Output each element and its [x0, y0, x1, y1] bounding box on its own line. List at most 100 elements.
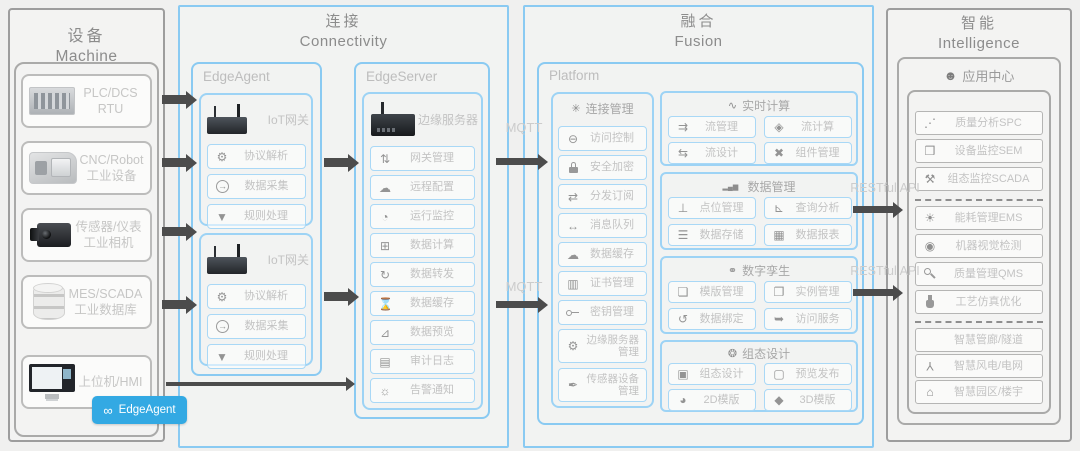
edgeserver-item: ☁ 远程配置 [370, 175, 475, 200]
edgeserver-card [362, 92, 483, 410]
flow-arrow-camera-to-edgeagent [162, 227, 186, 236]
sem-cube-icon: ❒ [924, 144, 936, 158]
spc-scatter-icon: ⋰ [924, 116, 936, 130]
edgeserver-device-label: 边缘服务器 [417, 112, 478, 127]
filter-icon: ▼ [216, 209, 228, 224]
platform-box [537, 62, 864, 425]
flow-arrow-platform-to-intelligence-2 [853, 289, 893, 296]
pushpin-icon: ✒ [567, 378, 579, 392]
lock-icon [566, 161, 580, 175]
scada-design-group [660, 340, 858, 412]
flow-arrow-plc-to-edgeagent [162, 95, 186, 104]
flower-hub-icon: ❂ [727, 348, 738, 360]
group-cell: ❏ 模版管理 [668, 281, 756, 303]
gear-icon: ⚙ [216, 149, 228, 164]
vision-eye-icon: ◉ [924, 239, 936, 253]
hmi-monitor-image [29, 364, 75, 399]
data-mgmt-title: ▂▄▆ 数据管理 [722, 180, 796, 194]
minus-circle-icon: ⊖ [567, 131, 579, 146]
machine-device-group [14, 62, 159, 437]
point-manage-icon: ⊥ [677, 201, 689, 215]
gear-icon: ⚙ [216, 289, 228, 304]
flow-arrow-edgeserver-to-platform-2 [496, 301, 538, 308]
app-item: ◉ 机器视觉检测 [915, 234, 1043, 258]
device-label: PLC/DCS RTU [83, 85, 138, 116]
no-icon [923, 333, 937, 347]
preview-publish-icon: ▢ [773, 367, 785, 381]
template-manage-icon: ❏ [677, 285, 689, 299]
scada-tools-icon: ⚒ [924, 172, 936, 186]
app-item: 工艺仿真优化 [915, 290, 1043, 314]
magnifier-icon [923, 267, 937, 281]
monitor-stand [45, 394, 59, 399]
group-cell: ▦ 数据报表 [764, 224, 852, 246]
group-cell: ☰ 数据存储 [668, 224, 756, 246]
industrial-camera-image [30, 223, 71, 247]
group-cell: ⊥ 点位管理 [668, 197, 756, 219]
group-cell: ❐ 实例管理 [764, 281, 852, 303]
access-service-icon: ➥ [773, 312, 785, 326]
double-gear-icon: ⚙ [567, 339, 579, 353]
intelligence-header: 智能 Intelligence [886, 12, 1072, 52]
edgeagent-badge-label: EdgeAgent [118, 404, 176, 416]
connectivity-header: 连接 Connectivity [178, 10, 509, 50]
group-cell: ↺ 数据绑定 [668, 308, 756, 330]
edge-server-image [371, 102, 415, 136]
gateway-item: ⚙ 协议解析 [207, 144, 306, 169]
group-cell: ▣ 组态设计 [668, 363, 756, 385]
intelligence-title-en: Intelligence [938, 35, 1020, 52]
building-icon: ⌂ [926, 385, 934, 399]
group-cell: ➥ 访问服务 [764, 308, 852, 330]
connectivity-title-zh: 连接 [325, 13, 362, 30]
app-item: ⋰ 质量分析SPC [915, 111, 1043, 135]
stream-compute-icon: ◈ [774, 120, 784, 134]
edgeserver-box-title: EdgeServer [366, 69, 438, 84]
gateway-manage-icon: ⇅ [379, 151, 391, 166]
machine-header: 设备 Machine [10, 22, 163, 66]
mqtt-label: MQTT [505, 120, 543, 135]
fusion-title-zh: 融合 [680, 13, 717, 30]
edgeserver-item: ◔ 运行监控 [370, 204, 475, 229]
app-item: ❒ 设备监控SEM [915, 139, 1043, 163]
iot-gateway-label: IoT网关 [267, 112, 309, 127]
flow-arrow-hmi-to-edgeserver [166, 382, 346, 386]
machine-title-en: Machine [55, 48, 118, 65]
app-item: 智慧管廊/隧道 [915, 328, 1043, 352]
gateway-item: ▼ 规则处理 [207, 204, 306, 229]
group-cell: ⇉ 流管理 [668, 116, 756, 138]
realtime-compute-title: ∿ 实时计算 [727, 99, 791, 113]
bar-chart-icon: ▂▄▆ [722, 183, 739, 191]
edgeserver-item: ↻ 数据转发 [370, 262, 475, 287]
restful-api-label: RESTful API [850, 264, 920, 278]
plc-device-image [29, 87, 75, 115]
database-image [33, 283, 65, 320]
iot-gateway-image [207, 104, 247, 134]
app-item: Y 智慧风电/电网 [915, 354, 1043, 378]
digital-twin-title: ⚭ 数字孪生 [727, 264, 791, 278]
connection-item: ↔ 消息队列 [558, 213, 647, 238]
group-cell: ⊾ 查询分析 [764, 197, 852, 219]
iot-gateway-row: IoT网关 [205, 239, 311, 279]
scada-design-icon: ▣ [677, 367, 689, 381]
device-label: CNC/Robot 工业设备 [79, 152, 144, 183]
edgeserver-row: 边缘服务器 [369, 99, 480, 139]
app-list-box [907, 90, 1051, 414]
connection-item: ⇄ 分发订阅 [558, 184, 647, 209]
flow-arrow-gateway2-to-edgeserver [324, 292, 348, 301]
connection-mgmt-panel [551, 92, 654, 408]
scada-design-title: ❂ 组态设计 [727, 347, 791, 361]
certificate-icon: ▥ [567, 276, 579, 291]
group-cell: ✖ 组件管理 [764, 142, 852, 164]
realtime-compute-group [660, 91, 858, 166]
circle-arrow-icon: → [216, 180, 229, 193]
dashed-divider [915, 321, 1043, 323]
connection-item: ☁ 数据缓存 [558, 242, 647, 267]
linked-rings-icon: ⚭ [727, 265, 738, 277]
iot-gateway-label: IoT网关 [267, 252, 309, 267]
app-item: ☀ 能耗管理EMS [915, 206, 1043, 230]
chain-link-icon: ∞ [103, 402, 113, 418]
app-center-head-icon: ☻ [943, 68, 958, 83]
data-binding-icon: ↺ [677, 312, 689, 326]
flask-icon [923, 295, 937, 309]
app-item: 质量管理QMS [915, 262, 1043, 286]
